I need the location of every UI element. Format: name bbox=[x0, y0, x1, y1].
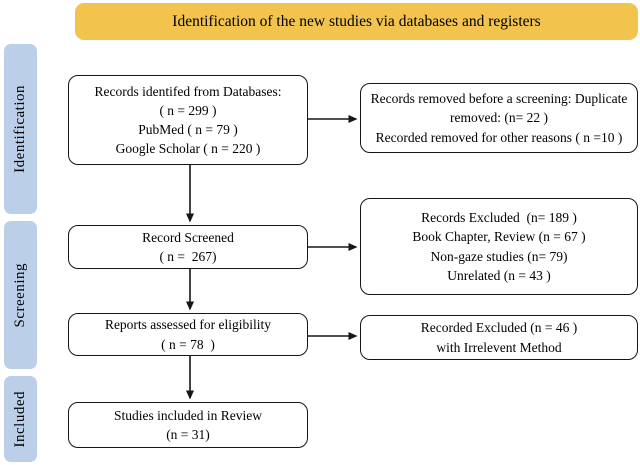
box-records-removed-line: Recorded removed for other reasons ( n =… bbox=[375, 129, 623, 145]
box-records-identified: Records identifed from Databases: ( n = … bbox=[68, 75, 308, 165]
box-records-screened: Record Screened ( n = 267) bbox=[68, 225, 308, 269]
box-records-excluded-line: Book Chapter, Review (n = 67 ) bbox=[412, 229, 586, 245]
box-studies-included-line: Studies included in Review bbox=[113, 407, 263, 423]
box-records-removed-line: Records removed before a screening: Dupl… bbox=[370, 91, 628, 107]
box-records-removed: Records removed before a screening: Dupl… bbox=[360, 83, 638, 153]
box-reports-assessed-line: ( n = 78 ) bbox=[161, 336, 215, 352]
sidebar-section-included-label: Included bbox=[12, 390, 28, 448]
box-records-identified-line: ( n = 299 ) bbox=[159, 102, 217, 118]
box-records-excluded-line: Unrelated (n = 43 ) bbox=[447, 267, 551, 283]
box-records-identified-line: PubMed ( n = 79 ) bbox=[138, 122, 238, 137]
sidebar-section-screening: Screening bbox=[4, 221, 37, 369]
box-records-excluded: Records Excluded (n= 189 ) Book Chapter,… bbox=[360, 198, 638, 295]
box-recorded-excluded-method: Recorded Excluded (n = 46 ) with Irrelev… bbox=[360, 315, 638, 360]
box-records-identified-line: Google Scholar ( n = 220 ) bbox=[115, 141, 261, 157]
title-banner: Identification of the new studies via da… bbox=[75, 3, 638, 40]
box-records-screened-line: Record Screened bbox=[142, 229, 234, 245]
box-reports-assessed-line: Reports assessed for eligibility bbox=[104, 317, 272, 333]
box-records-removed-line: removed: (n= 22 ) bbox=[450, 110, 548, 126]
sidebar-section-included: Included bbox=[4, 376, 37, 462]
box-records-excluded-line: Records Excluded (n= 189 ) bbox=[421, 210, 577, 226]
box-recorded-excluded-method-line: Recorded Excluded (n = 46 ) bbox=[420, 320, 578, 336]
sidebar-section-screening-label: Screening bbox=[12, 262, 28, 328]
title-banner-label: Identification of the new studies via da… bbox=[172, 12, 541, 30]
sidebar-section-identification-label: Identification bbox=[12, 85, 28, 173]
sidebar-section-identification: Identification bbox=[4, 44, 37, 214]
box-studies-included: Studies included in Review (n = 31) bbox=[68, 402, 308, 448]
box-reports-assessed: Reports assessed for eligibility ( n = 7… bbox=[68, 313, 308, 356]
box-records-screened-line: ( n = 267) bbox=[159, 249, 217, 264]
box-records-identified-line: Records identifed from Databases: bbox=[94, 83, 282, 99]
box-studies-included-line: (n = 31) bbox=[166, 427, 210, 442]
box-records-excluded-line: Non-gaze studies (n= 79) bbox=[430, 248, 568, 264]
box-recorded-excluded-method-line: with Irrelevent Method bbox=[436, 339, 562, 355]
